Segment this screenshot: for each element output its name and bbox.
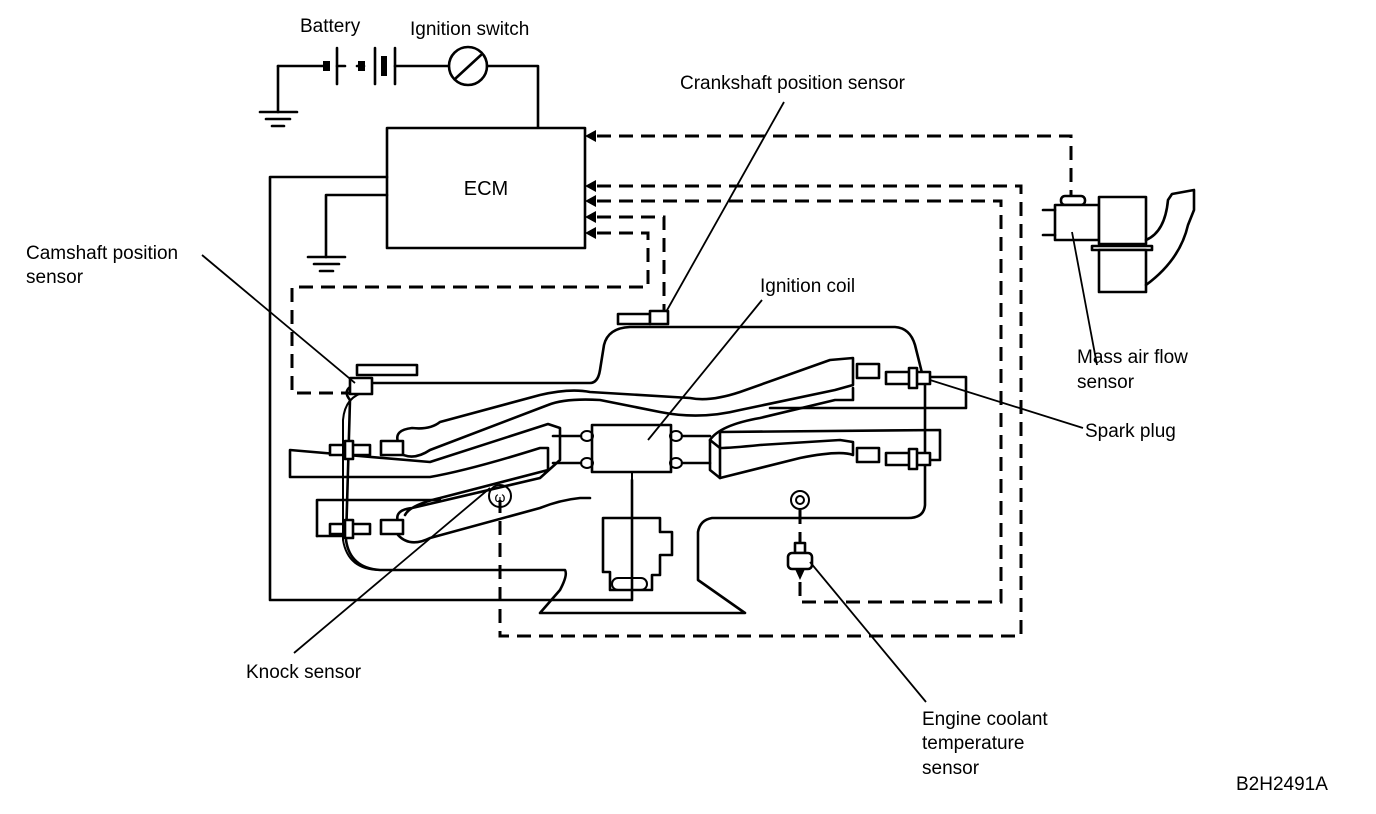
spark-plug-connector [855,362,932,390]
ignition-coil-label: Ignition coil [760,276,855,297]
spark-plug-connector [855,446,932,471]
camshaft-sensor-label-line1: Camshaft position [26,243,178,264]
mass-air-flow-sensor [1041,188,1196,294]
knock-sensor-glyph: ω [495,489,506,505]
signal-arrow-icon [585,130,596,142]
signal-arrow-icon [585,211,596,223]
signal-wiring [290,134,1073,638]
maf-sensor-label-line1: Mass air flow [1077,347,1188,368]
engine-coolant-temperature-sensor [786,490,814,580]
leader-lines [201,101,1098,703]
ignition-switch-icon [447,45,489,87]
maf-sensor-label-line2: sensor [1077,372,1135,393]
ecm-module: ECM [268,126,634,602]
knock-sensor-label: Knock sensor [246,662,362,683]
signal-arrow-icon [585,180,596,192]
spark-plug-connector [328,439,405,461]
ect-sensor-label-line1: Engine coolant [922,709,1048,730]
ground-icon [258,64,299,128]
signal-input-arrows [585,130,596,239]
camshaft-sensor-label-line2: sensor [26,267,84,288]
signal-arrow-icon [585,227,596,239]
ignition-switch-label: Ignition switch [410,19,529,40]
engine-block [288,325,968,615]
power-supply-circuit: Battery Ignition switch [258,16,540,130]
signal-arrow-icon [585,195,596,207]
ect-sensor-label-line3: sensor [922,758,980,779]
camshaft-position-sensor [348,363,419,396]
spark-plug-label: Spark plug [1085,421,1176,442]
crankshaft-position-sensor [616,309,670,326]
spark-plug-connector [328,518,405,540]
battery-icon [323,46,397,86]
ground-icon [306,255,347,273]
ecm-label: ECM [464,178,508,200]
crankshaft-sensor-label: Crankshaft position sensor [680,73,906,94]
ignition-coil [551,423,712,600]
ect-sensor-label-line2: temperature [922,733,1024,754]
knock-sensor: ω [488,484,512,508]
figure-code: B2H2491A [1236,774,1328,795]
battery-label: Battery [300,16,361,37]
